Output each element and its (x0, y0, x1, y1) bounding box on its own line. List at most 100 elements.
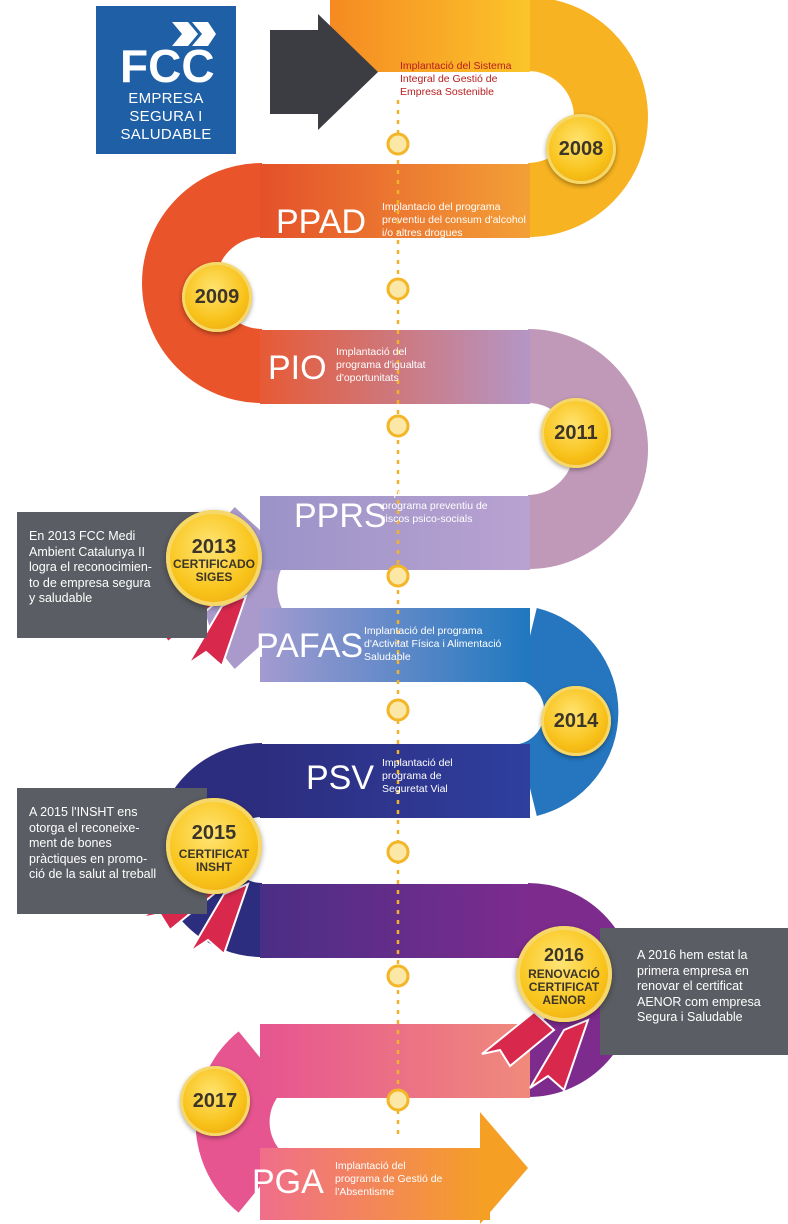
ppad-label: PPAD (276, 203, 367, 241)
logo-tagline: EMPRESA SEGURA I SALUDABLE (96, 90, 236, 144)
medal-label-line: CERTIFICADO (173, 557, 255, 571)
milestone-dots (386, 132, 410, 1112)
year-badge-2008: 2008 (546, 114, 616, 184)
callout-2016: A 2016 hem estat la primera empresa en r… (600, 928, 788, 1055)
band-2016 (260, 884, 530, 958)
desc-line: Seguretat Vial (382, 783, 448, 795)
callout-line: AENOR com empresa (637, 994, 761, 1009)
medal-year: 2016 (543, 945, 585, 965)
year-badge-2011: 2011 (541, 398, 611, 468)
fcc-brand-mark: FCC (120, 22, 216, 90)
pafas-description: Implantació del programa d'Activitat Fís… (364, 625, 501, 664)
pga-label: PGA (252, 1163, 324, 1201)
callout-line: Segura i Saludable (637, 1010, 743, 1024)
pprs-description: Implantació del programa preventiu de ri… (382, 487, 488, 526)
band-ppad (260, 164, 530, 238)
milestone-dot (386, 964, 410, 988)
desc-line: Implantació del (382, 487, 453, 499)
medal-2013: 2013 CERTIFICADO SIGES (166, 510, 262, 606)
callout-line: logra el reconocimien- (29, 560, 152, 574)
medal-label-line: RENOVACIÓ (528, 967, 600, 981)
desc-line: d'oportunitats (336, 372, 399, 384)
medal-year: 2015 (191, 822, 237, 844)
fcc-logo: FCC EMPRESA SEGURA I SALUDABLE (96, 6, 236, 154)
callout-line: otorga el reconeixe- (29, 820, 140, 835)
callout-line: renovar el certificat (637, 979, 743, 993)
desc-line: d'Activitat Física i Alimentació (364, 638, 502, 650)
band-end (260, 1148, 490, 1220)
year-badge-2017: 2017 (180, 1066, 250, 1136)
start-arrow (270, 14, 378, 130)
desc-line: i/o altres drogues (382, 227, 463, 239)
medal-label: CERTIFICAT INSHT (166, 848, 262, 874)
milestone-dot (386, 132, 410, 156)
psv-label: PSV (306, 759, 375, 797)
callout-line: y saludable (29, 591, 93, 605)
desc-line: Integral de Gestió de (400, 73, 498, 85)
desc-line: Implantació del programa (364, 625, 483, 637)
desc-line: Implantacio del programa (382, 201, 501, 213)
desc-line: Implantació del (336, 346, 407, 358)
pga-description: Implantació del programa de Gestió de l'… (335, 1160, 442, 1199)
medal-label: RENOVACIÓ CERTIFICAT AENOR (516, 968, 612, 1007)
medal-label-line: CERTIFICAT (528, 980, 600, 994)
band-pio (260, 330, 530, 404)
medal-label: CERTIFICADO SIGES (166, 558, 262, 584)
milestone-dot (386, 414, 410, 438)
curve-ppad-pio (142, 163, 264, 403)
callout-line: A 2015 l'INSHT ens (29, 805, 138, 819)
callout-line: primera empresa en (637, 963, 749, 978)
curve-pio-pprs (526, 329, 648, 569)
desc-line: Implantació del (382, 757, 453, 769)
curve-2008-ppad (526, 0, 648, 237)
band-pafas (260, 608, 530, 682)
band-pprs (260, 496, 530, 570)
desc-line: preventiu del consum d'alcohol (382, 214, 526, 226)
sges-description: Implantació del Sistema Integral de Gest… (400, 60, 511, 99)
desc-line: riscos psico-socials (382, 513, 473, 525)
callout-line: ció de la salut al treball (29, 867, 157, 881)
medal-2016: 2016 RENOVACIÓ CERTIFICAT AENOR (516, 926, 612, 1022)
callout-line: En 2013 FCC Medi (29, 529, 136, 543)
milestone-dot (386, 840, 410, 864)
desc-line: l'Absentisme (335, 1186, 395, 1198)
callout-line: ment de bones (29, 836, 112, 850)
medal-label-line: CERTIFICAT (178, 847, 250, 861)
pafas-label: PAFAS (256, 627, 364, 665)
callout-line: A 2016 hem estat la (637, 948, 748, 962)
medal-label-line: SIGES (195, 570, 233, 584)
desc-line: Saludable (364, 651, 411, 663)
logo-line: SALUDABLE (120, 126, 212, 143)
milestone-dot (386, 698, 410, 722)
callout-line: to de empresa segura (29, 575, 151, 590)
desc-line: Empresa Sostenible (400, 86, 494, 98)
band-psv (260, 744, 530, 818)
medal-year: 2013 (191, 536, 237, 558)
logo-line: EMPRESA (128, 90, 204, 107)
pio-description: Implantació del programa d'igualtat d'op… (336, 346, 426, 385)
desc-line: programa de Gestió de (335, 1173, 443, 1185)
milestone-dot (386, 564, 410, 588)
pprs-label: PPRS (294, 497, 387, 535)
band-pga (260, 1024, 530, 1098)
ribbon-2016 (481, 1010, 590, 1092)
end-arrow-head (480, 1112, 528, 1224)
year-badge-2009: 2009 (182, 262, 252, 332)
pio-label: PIO (268, 349, 327, 387)
desc-line: programa preventiu de (382, 500, 488, 512)
logo-brand-text: FCC (120, 40, 215, 90)
desc-line: Implantació del Sistema (400, 60, 512, 72)
medal-2015: 2015 CERTIFICAT INSHT (166, 798, 262, 894)
medal-label-line: INSHT (196, 860, 232, 874)
psv-description: Implantació del programa de Seguretat Vi… (382, 757, 453, 796)
logo-line: SEGURA I (129, 108, 203, 125)
desc-line: programa de (382, 770, 442, 782)
desc-line: Implantació del (335, 1160, 406, 1172)
desc-line: programa d'igualtat (336, 359, 426, 371)
medal-label-line: AENOR (542, 993, 586, 1007)
callout-line: Ambient Catalunya II (29, 544, 146, 559)
callout-line: pràctiques en promo- (29, 851, 148, 866)
milestone-dot (386, 1088, 410, 1112)
milestone-dot (386, 277, 410, 301)
